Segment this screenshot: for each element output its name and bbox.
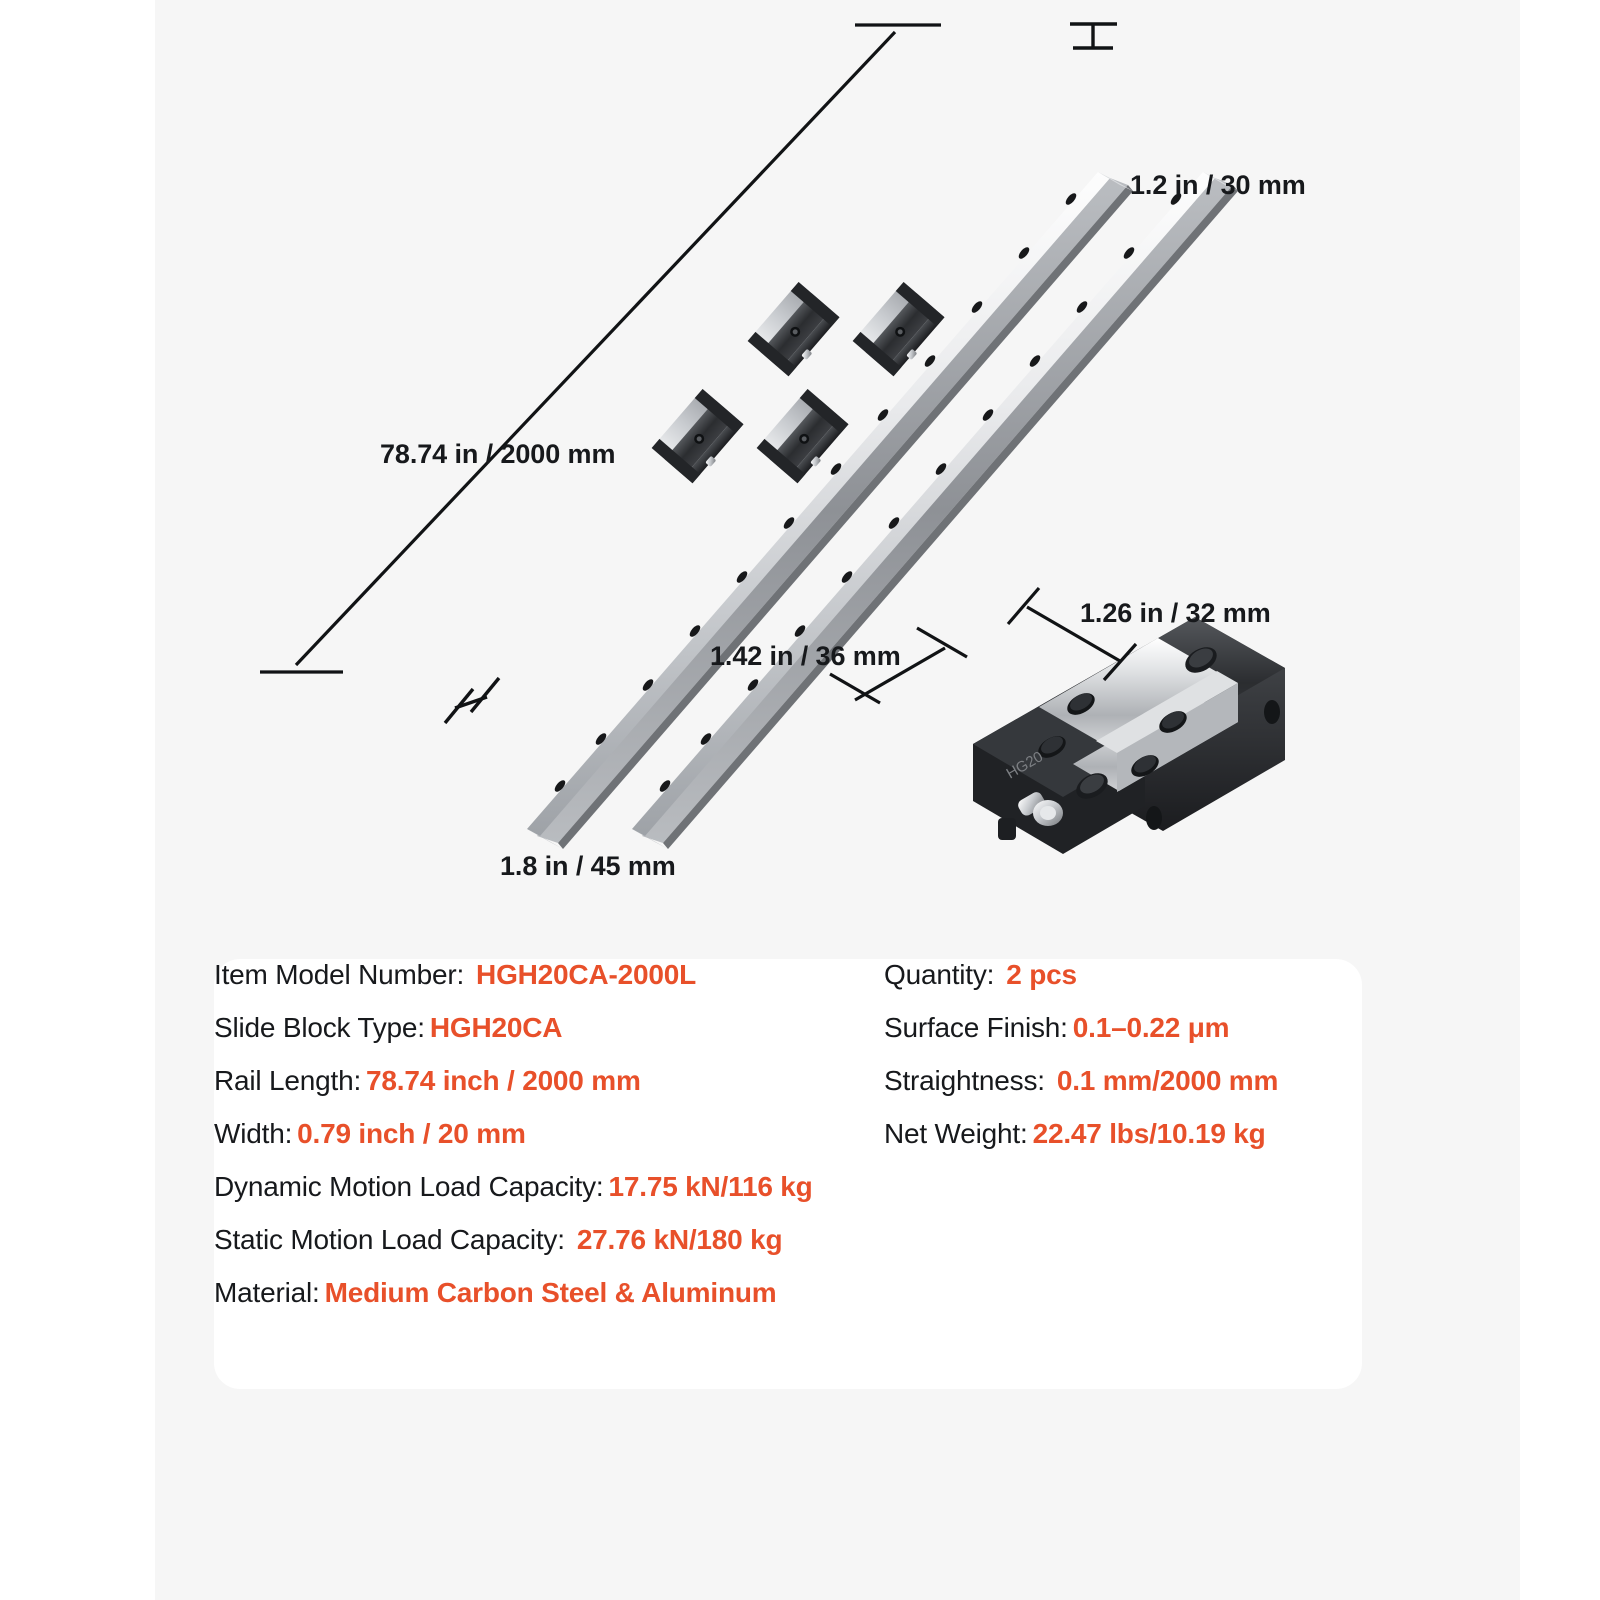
- spec-label: Material:: [214, 1277, 320, 1308]
- spec-row-slide-block-type: Slide Block Type: HGH20CA: [214, 1012, 874, 1065]
- content-canvas: HG20 78.74 in / 2000 mm 1.2 in / 30 mm: [155, 0, 1520, 1600]
- spec-value: HGH20CA-2000L: [476, 959, 696, 990]
- spec-value: Medium Carbon Steel & Aluminum: [324, 1277, 777, 1308]
- spec-label: Straightness:: [884, 1065, 1045, 1096]
- spec-label: Surface Finish:: [884, 1012, 1068, 1043]
- spec-label: Net Weight:: [884, 1118, 1028, 1149]
- dimension-label-block-length: 1.42 in / 36 mm: [710, 641, 901, 671]
- spec-label: Rail Length:: [214, 1065, 362, 1096]
- dimension-line-rail-length: [260, 23, 941, 674]
- dimension-label-rail-width: 1.8 in / 45 mm: [500, 851, 676, 881]
- specification-card: Item Model Number: HGH20CA-2000L Slide B…: [214, 959, 1362, 1389]
- spec-value: 78.74 inch / 2000 mm: [366, 1065, 641, 1096]
- spec-label: Slide Block Type:: [214, 1012, 425, 1043]
- spec-label: Dynamic Motion Load Capacity:: [214, 1171, 604, 1202]
- dimension-line-block-length: [829, 626, 968, 705]
- spec-label: Item Model Number:: [214, 959, 465, 990]
- spec-row-static-motion-load-capacity: Static Motion Load Capacity: 27.76 kN/18…: [214, 1224, 874, 1277]
- spec-value: 0.1–0.22 μm: [1072, 1012, 1230, 1043]
- dimension-label-rail-height: 1.2 in / 30 mm: [1130, 170, 1306, 200]
- spec-value: HGH20CA: [429, 1012, 563, 1043]
- spec-row-width: Width: 0.79 inch / 20 mm: [214, 1118, 874, 1171]
- spec-value: 2 pcs: [1006, 959, 1077, 990]
- rail-b: [632, 172, 1238, 849]
- spec-label: Width:: [214, 1118, 293, 1149]
- dimension-line-block-width: [1006, 586, 1138, 682]
- spec-row-net-weight: Net Weight: 22.47 lbs/10.19 kg: [884, 1118, 1354, 1171]
- spec-row-material: Material: Medium Carbon Steel & Aluminum: [214, 1277, 874, 1330]
- spec-row-dynamic-motion-load-capacity: Dynamic Motion Load Capacity: 17.75 kN/1…: [214, 1171, 874, 1224]
- carriage-b-upper: [852, 281, 945, 377]
- spec-value: 22.47 lbs/10.19 kg: [1032, 1118, 1266, 1149]
- spec-label: Static Motion Load Capacity:: [214, 1224, 565, 1255]
- spec-column-right: Quantity: 2 pcs Surface Finish: 0.1–0.22…: [884, 959, 1354, 1171]
- spec-value: 27.76 kN/180 kg: [576, 1224, 783, 1255]
- spec-value: 0.79 inch / 20 mm: [297, 1118, 526, 1149]
- spec-row-straightness: Straightness: 0.1 mm/2000 mm: [884, 1065, 1354, 1118]
- carriage-a-upper: [747, 281, 840, 377]
- dimension-marker-rail-width: [443, 676, 501, 725]
- dimension-label-block-width: 1.26 in / 32 mm: [1080, 598, 1271, 628]
- spec-value: 0.1 mm/2000 mm: [1056, 1065, 1279, 1096]
- spec-row-surface-finish: Surface Finish: 0.1–0.22 μm: [884, 1012, 1354, 1065]
- product-illustration: HG20 78.74 in / 2000 mm 1.2 in / 30 mm: [155, 0, 1520, 960]
- spec-row-quantity: Quantity: 2 pcs: [884, 959, 1354, 1012]
- rail-a: [527, 172, 1133, 849]
- spec-column-left: Item Model Number: HGH20CA-2000L Slide B…: [214, 959, 874, 1330]
- spec-value: 17.75 kN/116 kg: [608, 1171, 813, 1202]
- dimension-label-rail-length: 78.74 in / 2000 mm: [380, 439, 616, 469]
- dimension-marker-rail-height: [1070, 22, 1117, 50]
- spec-label: Quantity:: [884, 959, 995, 990]
- carriage-a-lower: [651, 388, 744, 484]
- carriage-b-lower: [756, 388, 849, 484]
- spec-row-rail-length: Rail Length: 78.74 inch / 2000 mm: [214, 1065, 874, 1118]
- grease-nipple: [998, 792, 1063, 840]
- spec-row-item-model-number: Item Model Number: HGH20CA-2000L: [214, 959, 874, 1012]
